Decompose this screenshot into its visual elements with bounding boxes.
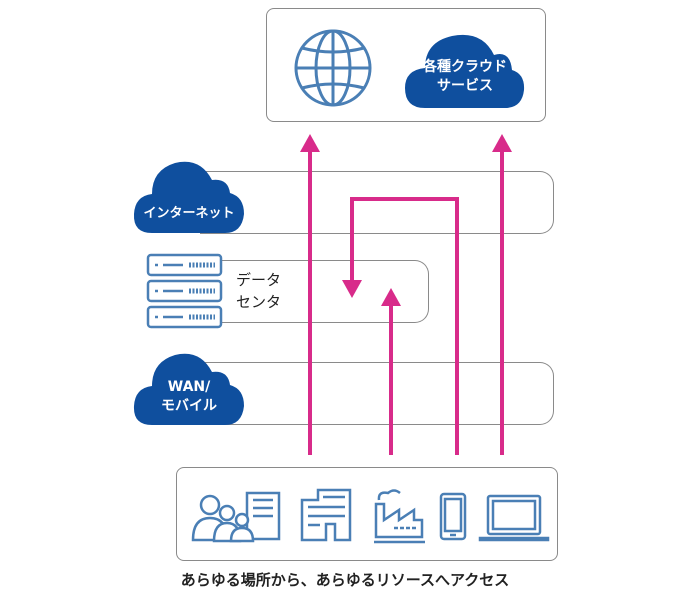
wan-cloud-icon [133,353,244,425]
people-office-icon [191,491,281,543]
cloud-services-line1: 各種クラウド [423,59,507,75]
office-building-icon [300,488,352,542]
datacenter-line1: データ [236,271,282,289]
arrowhead-cloud [492,134,512,152]
datacenter-label: データ センタ [236,269,281,313]
arrowhead-dc-internet [342,280,362,298]
wan-label: WAN/ モバイル [134,378,244,416]
internet-label: インターネット [143,206,235,221]
cloud-services-label: 各種クラウド サービス [405,58,525,96]
wan-line2: モバイル [161,398,217,414]
wan-line1: WAN/ [167,379,211,395]
laptop-icon [478,494,550,542]
caption: あらゆる場所から、あらゆるリソースへアクセス [180,571,510,589]
arrow-to-datacenter-via-internet [350,197,459,455]
cloud-services-line2: サービス [437,78,493,94]
arrowhead-globe [300,134,320,152]
cloud-services-cloud-icon [405,34,525,108]
internet-cloud-icon [133,161,244,233]
access-arrows [308,148,504,455]
datacenter-server-icon [146,253,223,329]
wan-band [200,362,554,425]
datacenter-line2: センタ [236,293,282,311]
internet-band [200,171,554,234]
arrowhead-dc-direct [381,288,401,306]
factory-icon [374,489,425,544]
smartphone-icon [439,492,467,541]
globe-icon [294,29,372,107]
